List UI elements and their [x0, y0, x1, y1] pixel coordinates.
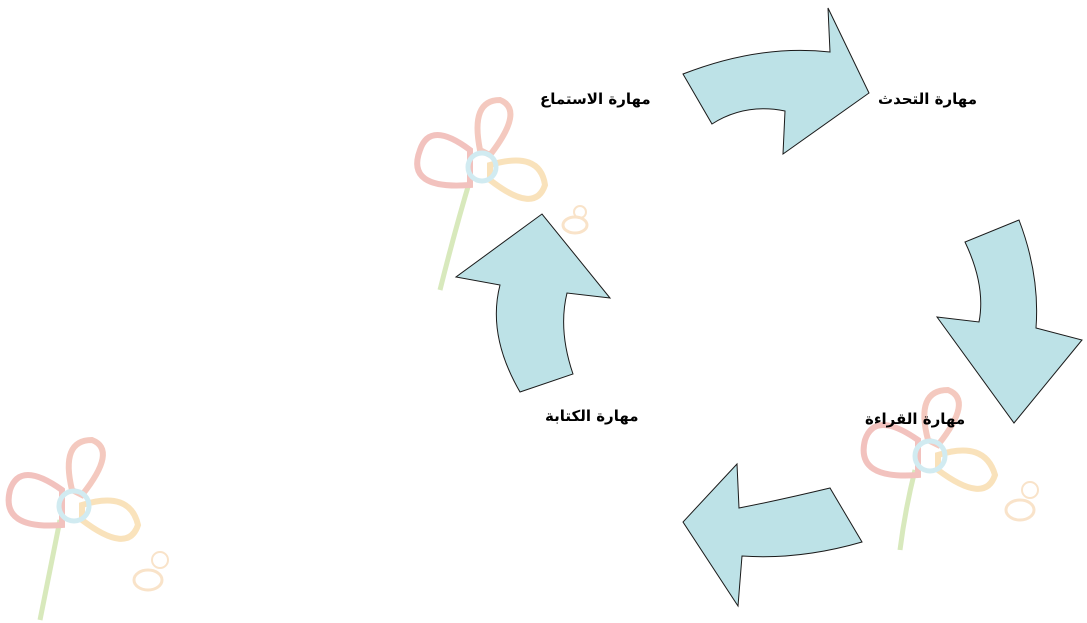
cycle-arrow-right	[937, 220, 1082, 423]
cycle-arrow-left	[456, 214, 610, 392]
label-speaking-skill: مهارة التحدث	[878, 92, 977, 107]
label-writing-skill: مهارة الكتابة	[545, 409, 639, 424]
bee-decoration	[134, 552, 168, 590]
label-reading-skill: مهارة القراءة	[865, 412, 965, 427]
bee-decoration	[1006, 482, 1038, 520]
bee-decoration	[563, 206, 587, 233]
cycle-arrow-bottom	[683, 464, 862, 606]
label-listening-skill: مهارة الاستماع	[540, 92, 651, 107]
cycle-arrow-top	[683, 8, 869, 154]
flower-decoration	[9, 440, 138, 620]
